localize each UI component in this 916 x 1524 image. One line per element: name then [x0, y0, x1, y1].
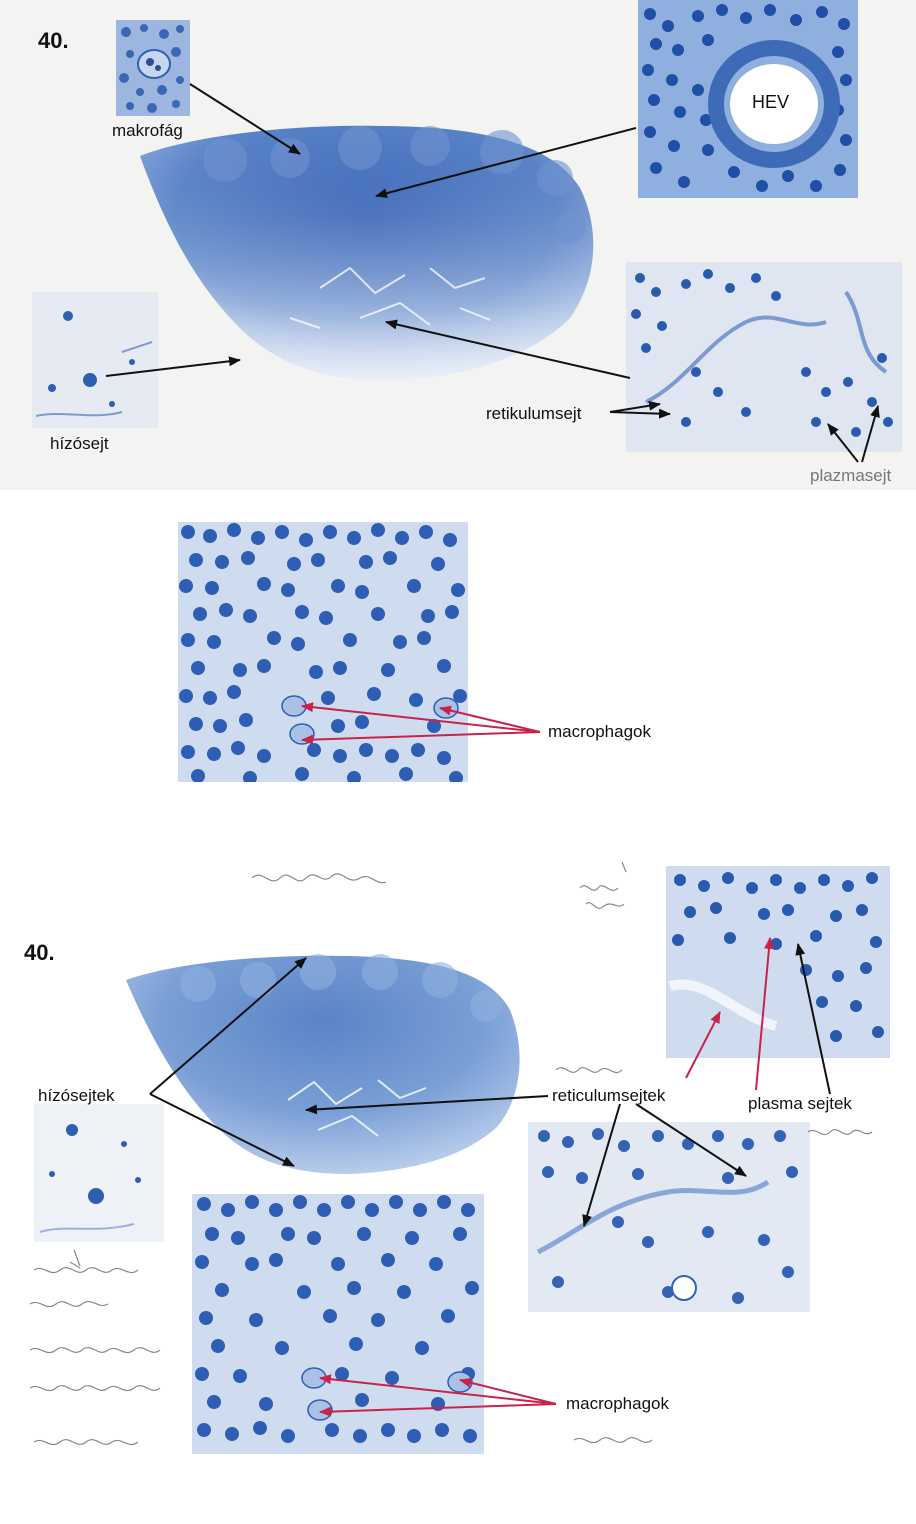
hev-label: HEV [752, 92, 790, 112]
plasma-cell-label: plazmasejt [810, 466, 892, 485]
red-arrow-macrophage-mid-2 [301, 731, 541, 745]
arrow-plasma-1 [827, 423, 859, 463]
red-arrow-macrophage-low-1 [319, 1374, 557, 1405]
red-arrow-macrophage-mid-3 [439, 705, 541, 733]
lower-mast-cell-inset-image [34, 1104, 164, 1242]
reticulum-cell-label: retikulumsejt [486, 404, 582, 423]
macrophage-label-middle: macrophagok [548, 722, 652, 741]
lower-figure-number: 40. [24, 940, 55, 965]
arrow-mast-cells-lower [149, 1093, 295, 1167]
arrow-hev [375, 127, 637, 199]
upper-lymph-node-section [140, 125, 594, 380]
plasma-cell-inset [666, 866, 890, 1058]
plasma-cells-label: plasma sejtek [748, 1094, 852, 1113]
macrophage-inset-micrograph [116, 20, 190, 116]
macrophage-micrograph-middle-image [178, 522, 468, 782]
arrow-macrophage [189, 83, 301, 155]
mast-cell-inset-image [32, 292, 158, 428]
red-arrow-macrophage-low-2 [319, 1403, 557, 1417]
hev-inset-micrograph [638, 0, 858, 198]
mast-cell-label: hízósejt [50, 434, 109, 453]
arrow-reticulum-cells-2 [635, 1103, 747, 1177]
lower-mast-cell-inset [34, 1104, 164, 1242]
arrow-reticulum-1 [609, 400, 661, 413]
lower-reticulum-inset-image [528, 1122, 810, 1312]
hev-inset-image [638, 0, 858, 198]
lower-mast-cells-label: hízósejtek [38, 1086, 115, 1105]
lower-macrophage-label: macrophagok [566, 1394, 670, 1413]
red-arrow-plasma-1 [755, 937, 774, 1091]
arrow-mast-cells-upper [149, 957, 307, 1095]
arrow-reticulum-2 [609, 408, 671, 419]
upper-figure-number: 40. [38, 28, 69, 53]
lower-reticulum-inset [528, 1122, 810, 1312]
macrophage-label: makrofág [112, 121, 183, 140]
arrow-reticulum-cells-main [305, 1095, 549, 1115]
lower-reticulum-cells-label: reticulumsejtek [552, 1086, 666, 1105]
red-arrow-plasma-2 [685, 1011, 721, 1079]
red-arrow-macrophage-low-3 [459, 1377, 557, 1405]
arrow-reticulum-cells-1 [582, 1103, 621, 1227]
arrow-plasma-2 [861, 405, 880, 463]
arrow-plasma-cells-black [795, 943, 831, 1095]
mast-cell-inset-micrograph [32, 292, 158, 428]
reticulum-inset-image [626, 262, 902, 452]
reticulum-inset-micrograph [626, 262, 902, 452]
macrophage-micrograph-middle [178, 522, 468, 782]
plasma-cell-inset-image [666, 866, 890, 1058]
macrophage-inset-image [116, 20, 190, 116]
red-arrow-macrophage-mid-1 [301, 702, 541, 733]
arrow-mast-cell [105, 356, 241, 377]
arrow-reticulum-main [385, 319, 631, 379]
lower-lymph-node-section [126, 954, 520, 1174]
